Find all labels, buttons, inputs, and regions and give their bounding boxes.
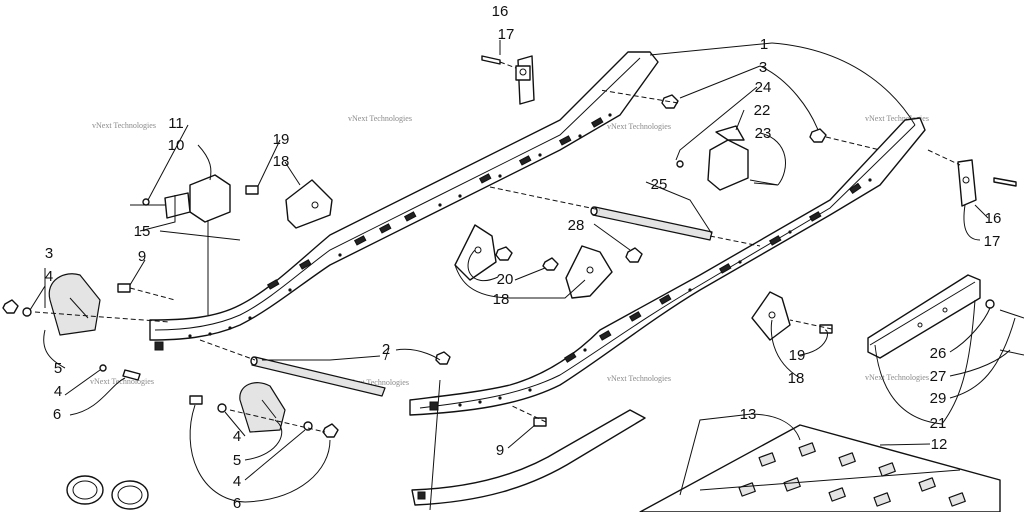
watermark-group: vNext Technologies vNext Technologies vN… [90, 114, 929, 387]
front-bracket-box [130, 174, 231, 223]
callout-18-left: 18 [273, 153, 290, 170]
bumper-left [48, 273, 101, 336]
callout-17-right: 17 [984, 233, 1001, 250]
track [639, 424, 1001, 512]
watermark-1: vNext Technologies [92, 121, 156, 130]
callout-10: 10 [168, 137, 185, 154]
callout-labels: 16 17 1 3 24 22 23 11 10 19 18 25 15 16 … [45, 3, 1002, 512]
callout-24: 24 [755, 79, 772, 96]
callout-4-left: 4 [45, 268, 53, 285]
callout-3-upper: 3 [759, 59, 767, 76]
callout-17-top: 17 [498, 26, 515, 43]
callout-18-center: 18 [493, 291, 510, 308]
callout-23: 23 [755, 125, 772, 142]
callout-19-left: 19 [273, 131, 290, 148]
callout-5-left: 5 [54, 360, 62, 377]
callout-5-center: 5 [233, 452, 241, 469]
callout-4-center-lower: 4 [233, 473, 241, 490]
watermark-3: vNext Technologies [607, 122, 671, 131]
callout-9-lower: 9 [496, 442, 504, 459]
callout-6-left: 6 [53, 406, 61, 423]
callout-4-center: 4 [233, 428, 241, 445]
watermark-6: vNext Technologies [345, 378, 409, 387]
callout-18-right: 18 [788, 370, 805, 387]
upper-bracket-left [481, 55, 535, 105]
callout-16-right: 16 [985, 210, 1002, 227]
watermark-5: vNext Technologies [90, 377, 154, 386]
callout-13: 13 [740, 406, 757, 423]
hardware [2, 89, 1024, 438]
watermark-4: vNext Technologies [865, 114, 929, 123]
callout-3-left: 3 [45, 245, 53, 262]
callout-21: 21 [930, 415, 947, 432]
callout-27: 27 [930, 368, 947, 385]
callout-29: 29 [930, 390, 947, 407]
callout-2: 2 [382, 341, 390, 358]
callout-15: 15 [134, 223, 151, 240]
hose-clamps [66, 475, 149, 510]
callout-19-right: 19 [789, 347, 806, 364]
center-bracket [707, 125, 779, 191]
callout-25: 25 [651, 176, 668, 193]
right-slide-rail [409, 117, 926, 416]
callout-6-center: 6 [233, 495, 241, 512]
callout-4-left-lower: 4 [54, 383, 62, 400]
callout-11: 11 [168, 115, 184, 132]
callout-22: 22 [754, 102, 771, 119]
watermark-7: vNext Technologies [607, 374, 671, 383]
callout-28: 28 [568, 217, 585, 234]
cross-shafts [199, 186, 761, 397]
callout-12: 12 [931, 436, 948, 453]
bumper-right [239, 382, 286, 433]
watermark-8: vNext Technologies [865, 373, 929, 382]
watermark-2: vNext Technologies [348, 114, 412, 123]
callout-9-upper: 9 [138, 248, 146, 265]
callout-20: 20 [497, 271, 514, 288]
callout-16-top: 16 [492, 3, 509, 20]
callout-26: 26 [930, 345, 947, 362]
rear-axle-plate [867, 274, 981, 359]
leader-lines [29, 40, 1016, 511]
left-slide-rail [149, 51, 659, 351]
wear-strip [411, 409, 646, 506]
idler-brackets [285, 179, 791, 341]
upper-bracket-right [927, 149, 1017, 207]
callout-1: 1 [760, 36, 768, 53]
